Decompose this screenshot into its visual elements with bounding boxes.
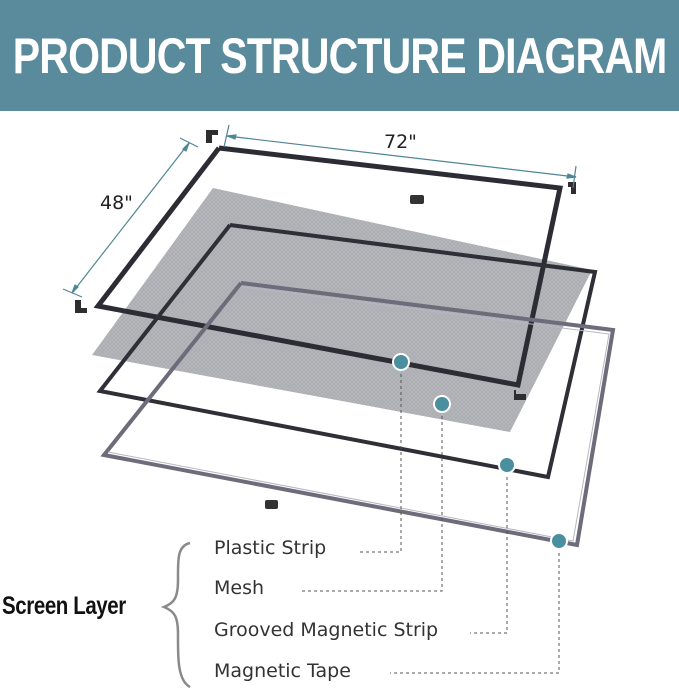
legend-item-grooved-magnetic-strip: Grooved Magnetic Strip xyxy=(214,619,439,641)
marker-mesh xyxy=(433,395,451,413)
leader-lines xyxy=(300,362,560,674)
header-banner: PRODUCT STRUCTURE DIAGRAM xyxy=(0,0,679,111)
marker-grooved-magnetic-strip xyxy=(498,456,516,474)
connector-piece-icon xyxy=(265,500,278,509)
mesh-layer xyxy=(92,188,592,432)
legend-group-title: Screen Layer xyxy=(2,592,126,620)
legend-item-magnetic-tape: Magnetic Tape xyxy=(214,660,351,682)
height-dimension-label: 48" xyxy=(100,192,133,214)
marker-dots xyxy=(392,353,568,550)
plastic-strip-frame xyxy=(93,145,564,388)
brace-icon xyxy=(160,541,191,688)
width-dimension-label: 72" xyxy=(384,131,417,153)
connector-piece-icon xyxy=(410,195,424,204)
legend-item-plastic-strip: Plastic Strip xyxy=(214,537,327,559)
dimension-lines xyxy=(62,124,577,298)
marker-magnetic-tape xyxy=(550,532,568,550)
legend-item-mesh: Mesh xyxy=(214,577,265,599)
corner-connector-icon xyxy=(75,130,576,400)
marker-plastic-strip xyxy=(392,353,410,371)
magnetic-tape-frame xyxy=(100,281,616,548)
page-title: PRODUCT STRUCTURE DIAGRAM xyxy=(12,27,668,84)
product-structure-diagram xyxy=(62,124,616,688)
grooved-magnetic-strip-frame xyxy=(96,223,598,480)
